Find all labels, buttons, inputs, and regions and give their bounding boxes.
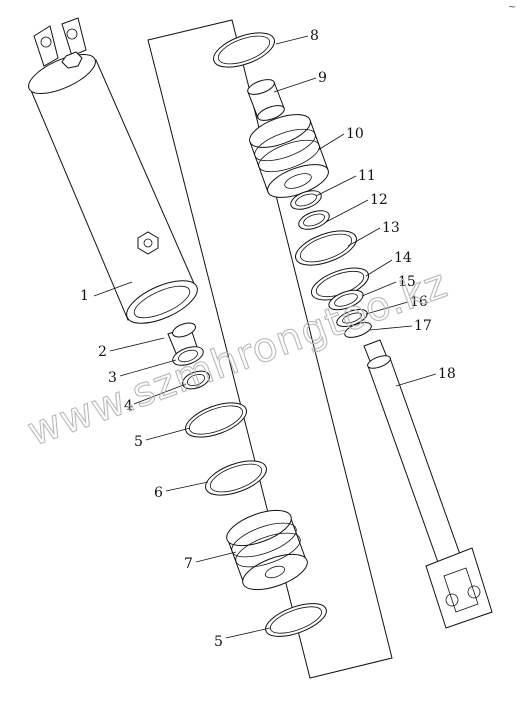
callout-10: 10 [346,126,364,142]
callout-2: 2 [98,344,107,360]
callout-16: 16 [410,294,428,310]
callout-4: 4 [124,398,133,414]
lock-ring-17 [344,322,372,338]
callout-5-lower: 5 [214,634,223,650]
seal-ring-11 [290,190,322,210]
piston-nut [167,322,204,366]
seal-ring-6 [205,460,267,496]
callout-1: 1 [80,288,89,304]
cylinder-head-10 [249,114,329,198]
retaining-ring-4 [182,370,210,390]
callout-9: 9 [318,70,327,86]
callout-3: 3 [108,370,117,386]
seal-ring-15 [328,289,364,311]
callout-18: 18 [438,366,456,382]
seal-ring-12 [298,210,330,230]
wiper-ring-8 [213,32,275,68]
callout-8: 8 [310,28,319,44]
seal-ring-5-upper [185,402,247,438]
cylinder-barrel [28,17,198,324]
callout-12: 12 [370,192,388,208]
corner-mark: ~ [508,2,516,13]
callout-11: 11 [358,168,376,184]
piston [226,509,308,591]
callout-15: 15 [398,274,416,290]
callout-5-upper: 5 [134,434,143,450]
o-ring-13 [295,230,357,266]
callout-labels: 1 2 3 4 5 6 7 5 8 9 10 11 12 13 14 15 16… [80,28,456,650]
callout-17: 17 [414,318,432,334]
leader-lines [93,35,437,639]
callout-13: 13 [382,220,400,236]
callout-6: 6 [154,485,163,501]
seal-ring-5-lower [265,603,327,637]
guide-bushing-9 [247,79,285,121]
piston-rod [363,339,493,629]
callout-14: 14 [394,250,412,266]
callout-7: 7 [184,556,193,572]
